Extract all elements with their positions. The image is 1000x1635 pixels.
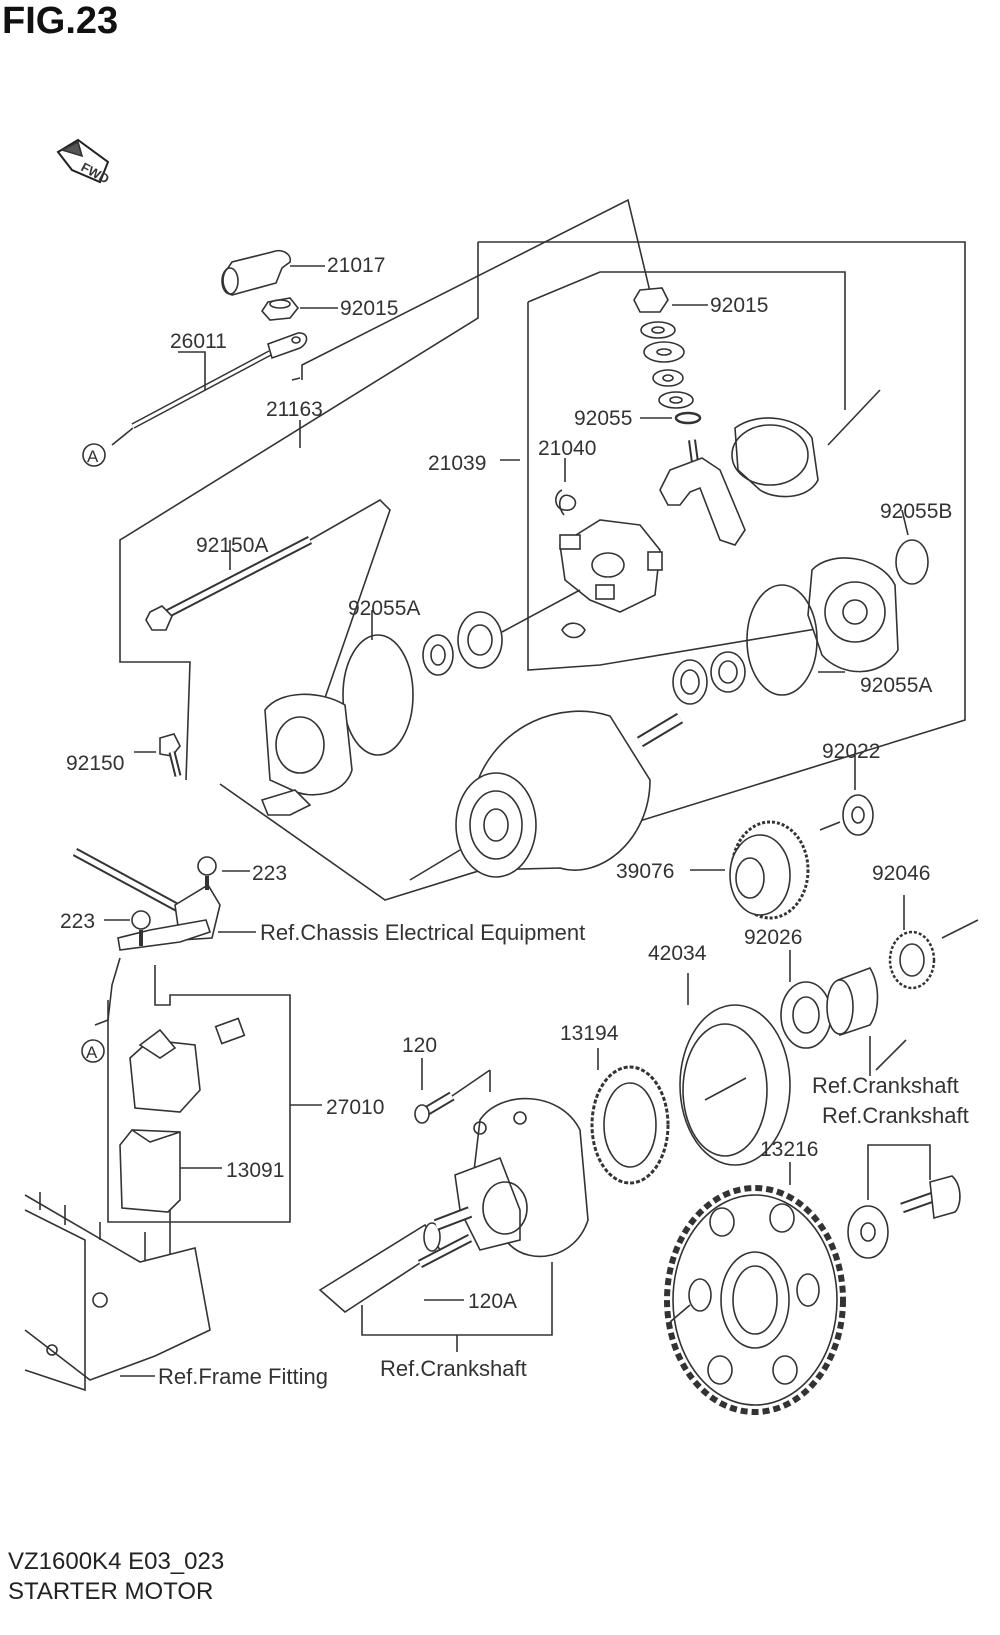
fwd-arrow-icon: FWD (56, 138, 112, 187)
part-label-92015-right: 92015 (710, 294, 768, 317)
starter-clutch-gear-42034 (679, 1004, 791, 1166)
part-label-92055b: 92055B (880, 500, 952, 523)
crankshaft-end (318, 1206, 473, 1314)
cable-26011 (131, 332, 308, 429)
brush-holder (559, 519, 663, 613)
bearing-pair (672, 651, 746, 705)
part-label-92150a: 92150A (196, 534, 268, 557)
part-label-39076: 39076 (616, 860, 674, 883)
brush-cover (731, 417, 819, 498)
figure-title: FIG.23 (2, 0, 119, 42)
connector-mark-a-lower: A (86, 1043, 98, 1062)
front-cover (260, 693, 353, 816)
idler-gear-39076 (729, 820, 810, 920)
bolt-92150 (159, 733, 182, 777)
part-label-21039: 21039 (428, 452, 486, 475)
screw-223-b (131, 910, 151, 946)
terminal-cap-21017 (221, 249, 292, 296)
brush-spring-21040 (555, 489, 577, 516)
bolt-120 (414, 1091, 455, 1124)
part-label-13091: 13091 (226, 1159, 284, 1182)
bearing-left (422, 611, 503, 676)
part-label-223-upper: 223 (252, 862, 287, 885)
ref-crankshaft-upper: Ref.Crankshaft (812, 1073, 959, 1098)
part-label-21017: 21017 (327, 254, 385, 277)
terminal-bolt (659, 439, 746, 546)
part-label-92055a-left: 92055A (348, 597, 420, 620)
washer-stack (633, 287, 702, 425)
part-label-223-lower: 223 (60, 910, 95, 933)
part-label-13194: 13194 (560, 1022, 619, 1045)
model-code: VZ1600K4 E03_023 (8, 1548, 225, 1575)
o-ring-92055b (895, 539, 929, 585)
wire-harness (72, 848, 221, 1063)
ref-crankshaft-bottom: Ref.Crankshaft (380, 1356, 527, 1381)
crank-bolt (847, 1175, 961, 1259)
part-label-92150: 92150 (66, 752, 124, 775)
starter-motor-body (455, 710, 684, 878)
bracket-line (301, 198, 653, 380)
section-name: STARTER MOTOR (8, 1578, 214, 1605)
o-ring-92055a-left (342, 634, 414, 756)
part-label-120a: 120A (468, 1290, 517, 1313)
connector-mark-a-upper: A (87, 447, 99, 466)
o-ring-92055a-right (746, 584, 818, 696)
relay-cover-13091 (119, 1129, 181, 1213)
fuse (214, 1017, 246, 1045)
housing-bracket (219, 241, 966, 901)
part-label-26011: 26011 (170, 330, 227, 353)
ring-gear-13216 (664, 1185, 846, 1415)
washer-92022 (842, 794, 874, 836)
part-label-92015-left: 92015 (340, 297, 398, 320)
part-label-13216: 13216 (760, 1138, 818, 1161)
screw-223-a (197, 856, 217, 890)
needle-bearing-92046 (888, 930, 936, 990)
part-label-42034: 42034 (648, 942, 707, 965)
end-plate (807, 557, 899, 673)
ref-chassis-electrical: Ref.Chassis Electrical Equipment (260, 920, 585, 945)
part-label-92022: 92022 (822, 740, 880, 763)
nut-92015 (260, 297, 300, 321)
part-label-92046: 92046 (872, 862, 930, 885)
coupling-rotor (454, 1097, 589, 1258)
part-label-92026: 92026 (744, 926, 802, 949)
part-label-120: 120 (402, 1034, 437, 1057)
frame-bracket (24, 1192, 211, 1392)
spacer-pair (780, 967, 879, 1049)
relay-27010 (129, 1028, 201, 1113)
long-bolt-92150a (145, 536, 313, 631)
ref-crankshaft-lower: Ref.Crankshaft (822, 1103, 969, 1128)
part-label-21163: 21163 (266, 398, 323, 421)
one-way-clutch-13194 (590, 1065, 670, 1185)
part-label-27010: 27010 (326, 1096, 384, 1119)
part-label-92055: 92055 (574, 407, 632, 430)
ref-frame-fitting: Ref.Frame Fitting (158, 1364, 328, 1389)
part-label-21040: 21040 (538, 437, 596, 460)
part-label-92055a-right: 92055A (860, 674, 932, 697)
